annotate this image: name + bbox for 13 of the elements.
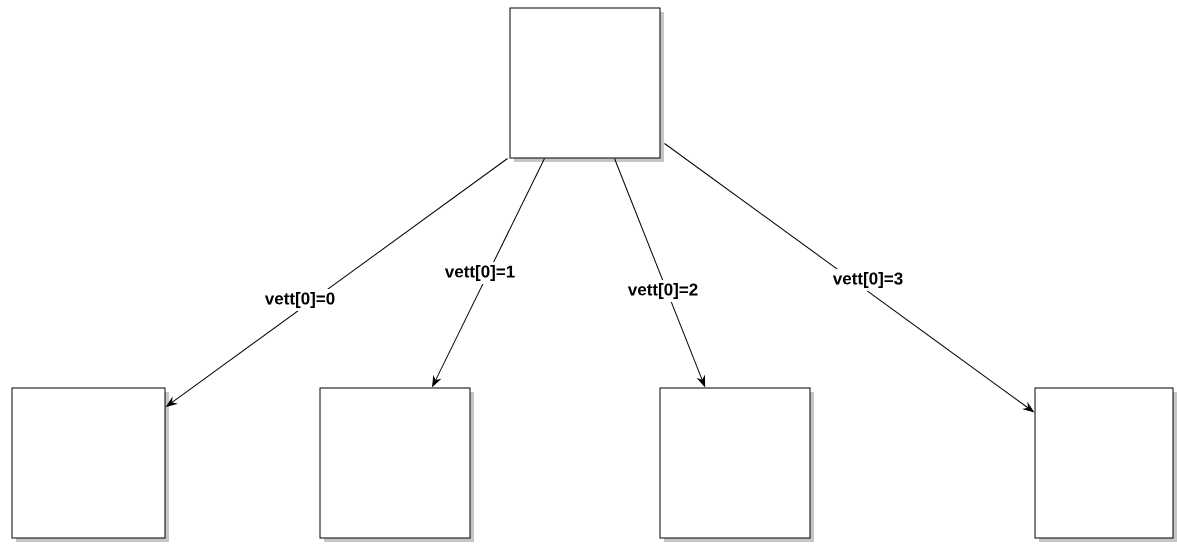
arrow: [166, 158, 508, 407]
box: [11, 387, 169, 542]
arrow: [614, 158, 706, 387]
arrow: [664, 143, 1034, 413]
box: [319, 387, 474, 542]
box: [1034, 387, 1177, 542]
edge-label: vett[0]=2: [624, 280, 702, 302]
edge-label: vett[0]=0: [261, 289, 339, 311]
edge-label: vett[0]=3: [829, 269, 907, 291]
box: [509, 7, 664, 162]
edge-label: vett[0]=1: [441, 262, 519, 284]
arrow: [432, 158, 545, 387]
box: [659, 387, 814, 542]
